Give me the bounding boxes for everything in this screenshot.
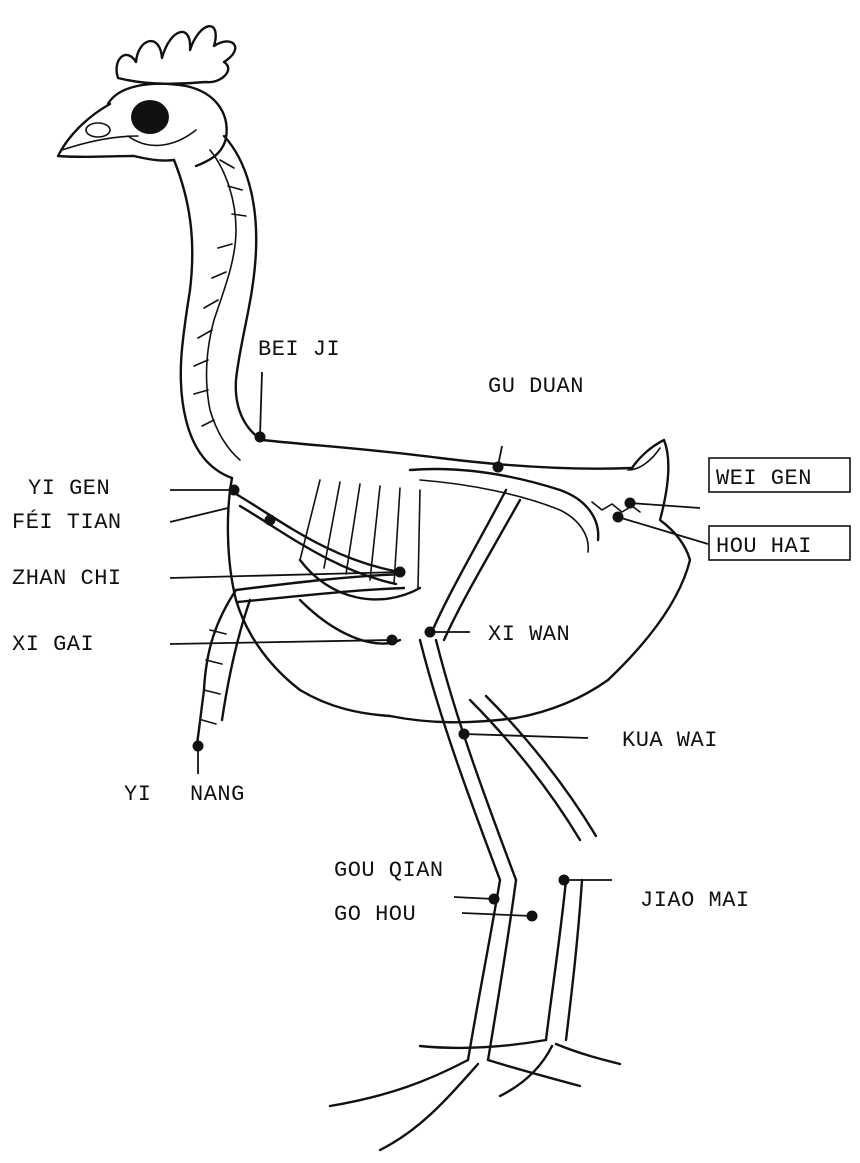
keel	[300, 600, 400, 644]
beak-line	[62, 136, 138, 150]
head-outline	[108, 84, 227, 166]
label-xi-wan: XI WAN	[488, 622, 570, 647]
neck-front	[174, 160, 232, 478]
eye-ring	[128, 130, 196, 145]
femur	[430, 490, 520, 640]
back-outline	[262, 440, 632, 469]
label-gu-duan: GU DUAN	[488, 374, 584, 399]
point-gou-qian	[489, 894, 500, 905]
leader-lines	[170, 372, 708, 916]
eye	[131, 100, 169, 134]
belly-outline	[390, 680, 608, 722]
foot-left	[330, 1060, 580, 1150]
tibia-left	[420, 640, 516, 880]
point-bei-ji	[255, 432, 266, 443]
point-go-hou	[527, 911, 538, 922]
wing-humerus	[236, 494, 400, 584]
label-yi: YI	[124, 782, 151, 807]
label-gou-qian: GOU QIAN	[334, 858, 444, 883]
point-hou-hai	[613, 512, 624, 523]
label-xi-gai: XI GAI	[12, 632, 94, 657]
label-kua-wai: KUA WAI	[622, 728, 718, 753]
label-hou-hai: HOU HAI	[716, 534, 812, 559]
label-wei-gen: WEI GEN	[716, 466, 812, 491]
tibia-right	[470, 696, 596, 840]
point-fei-tian	[265, 515, 276, 526]
point-kua-wai	[459, 729, 470, 740]
acupoint-markers	[193, 432, 636, 922]
label-yi-gen: YI GEN	[28, 476, 110, 501]
point-yi-gen	[229, 485, 240, 496]
acupoint-labels: BEI JI GU DUAN WEI GEN HOU HAI YI GEN FÉ…	[12, 337, 812, 927]
point-xi-wan	[425, 627, 436, 638]
point-zhan-chi	[395, 567, 406, 578]
label-zhan-chi: ZHAN CHI	[12, 566, 122, 591]
nostril	[86, 123, 110, 137]
cervical-vertebrae	[207, 150, 240, 460]
chicken-skeleton-drawing	[58, 26, 690, 1150]
point-wei-gen	[625, 498, 636, 509]
wing-forearm	[236, 574, 404, 602]
label-jiao-mai: JIAO MAI	[640, 888, 750, 913]
point-gu-duan	[493, 462, 504, 473]
label-nang: NANG	[190, 782, 245, 807]
label-go-hou: GO HOU	[334, 902, 416, 927]
neck-back	[224, 136, 262, 440]
label-bei-ji: BEI JI	[258, 337, 340, 362]
comb-outline	[117, 26, 236, 84]
label-fei-tian: FÉI TIAN	[12, 509, 122, 535]
shank-left	[468, 880, 516, 1060]
point-xi-gai	[387, 635, 398, 646]
tail-outline	[608, 440, 690, 680]
point-yi-nang	[193, 741, 204, 752]
shank-right	[546, 880, 582, 1040]
point-jiao-mai	[559, 875, 570, 886]
